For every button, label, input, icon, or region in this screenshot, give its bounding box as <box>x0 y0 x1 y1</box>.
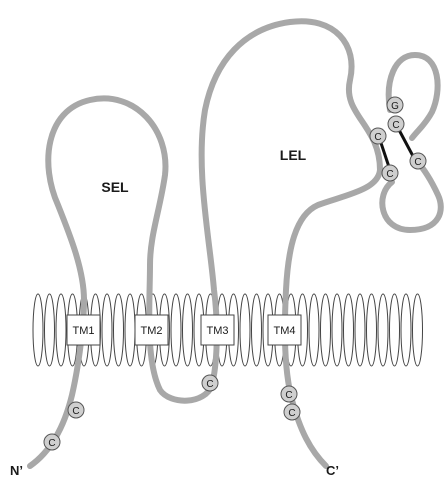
svg-text:C: C <box>374 132 381 143</box>
tm1-box: TM1 <box>67 315 100 345</box>
lipid-ellipse <box>390 294 400 366</box>
lipid-ellipse <box>252 294 262 366</box>
tm4-label: TM4 <box>274 325 296 337</box>
lipid-ellipse <box>33 294 43 366</box>
svg-text:C: C <box>206 379 213 390</box>
sel-label: SEL <box>101 179 129 195</box>
lipid-ellipse <box>378 294 388 366</box>
lipid-ellipse <box>183 294 193 366</box>
lel-label: LEL <box>280 147 307 163</box>
lipid-ellipse <box>413 294 423 366</box>
residue-c-n1: C <box>68 402 84 418</box>
residue-c-tm3: C <box>202 375 218 391</box>
residue-c-lel-1: C <box>388 116 404 132</box>
svg-text:C: C <box>72 406 79 417</box>
lipid-ellipse <box>125 294 135 366</box>
lipid-ellipse <box>171 294 181 366</box>
lipid-ellipse <box>102 294 112 366</box>
tm2-box: TM2 <box>135 315 168 345</box>
lipid-ellipse <box>309 294 319 366</box>
svg-text:C: C <box>285 390 292 401</box>
lipid-ellipse <box>240 294 250 366</box>
residue-c-tm4-a: C <box>281 386 297 402</box>
tm1-label: TM1 <box>73 325 95 337</box>
lipid-ellipse <box>401 294 411 366</box>
protein-chain <box>30 21 380 466</box>
svg-text:G: G <box>391 101 399 112</box>
tm4-box: TM4 <box>268 315 301 345</box>
residues: C C C C C G C C <box>44 97 426 450</box>
svg-text:C: C <box>288 408 295 419</box>
residue-c-lel-3: C <box>382 165 398 181</box>
residue-c-lel-2: C <box>370 128 386 144</box>
residue-c-tm4-b: C <box>284 404 300 420</box>
svg-text:C: C <box>414 157 421 168</box>
tm3-label: TM3 <box>207 325 229 337</box>
tm2-label: TM2 <box>141 325 163 337</box>
svg-text:C: C <box>392 120 399 131</box>
lipid-ellipse <box>321 294 331 366</box>
svg-text:C: C <box>48 438 55 449</box>
tm3-box: TM3 <box>201 315 234 345</box>
residue-c-lel-4: C <box>410 153 426 169</box>
lipid-ellipse <box>355 294 365 366</box>
lipid-ellipse <box>114 294 124 366</box>
lipid-ellipse <box>56 294 66 366</box>
lipid-ellipse <box>45 294 55 366</box>
lipid-ellipse <box>332 294 342 366</box>
c-terminus-label: C’ <box>326 463 339 478</box>
residue-c-n2: C <box>44 434 60 450</box>
n-terminus-label: N’ <box>10 463 23 478</box>
svg-text:C: C <box>386 169 393 180</box>
lipid-ellipse <box>367 294 377 366</box>
lipid-ellipse <box>344 294 354 366</box>
residue-g: G <box>387 97 403 113</box>
